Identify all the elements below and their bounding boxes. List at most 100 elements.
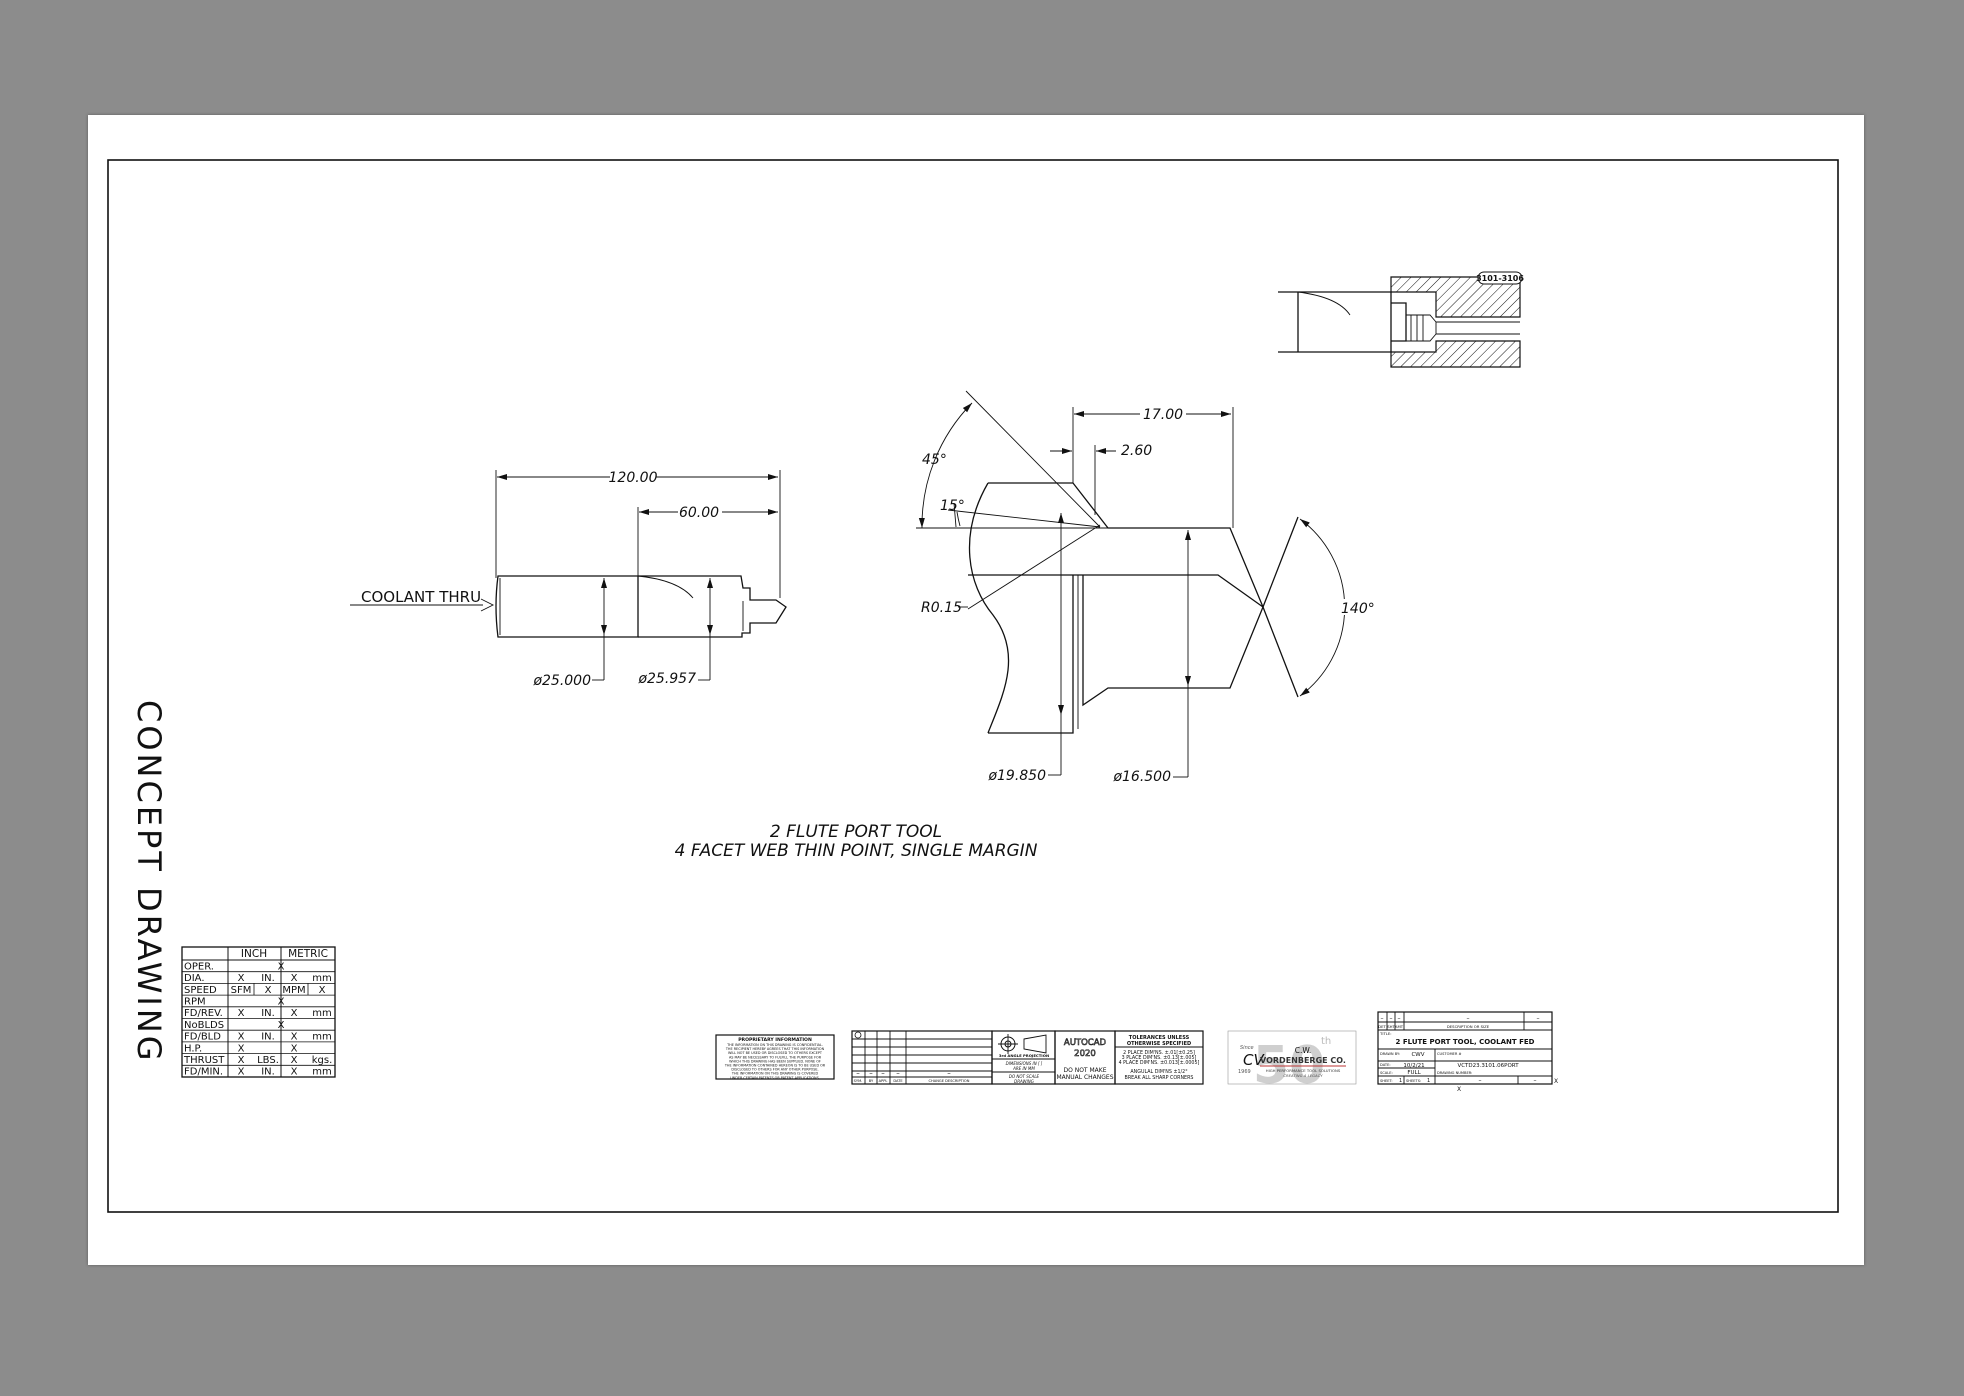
tolerances-block: TOLERANCES UNLESS OTHERWISE SPECIFIED 2 … [1114, 1030, 1204, 1085]
proprietary-line: UNDER CERTAIN PATENTS OR PATENT APPLICAT… [730, 1076, 820, 1080]
units-cell: IN. [261, 1067, 275, 1078]
units-cell: X [238, 1055, 245, 1066]
units-row-label: NoBLDS [184, 1020, 224, 1031]
units-row-label: THRUST [183, 1055, 225, 1066]
units-cell: X [319, 985, 326, 996]
sheet-border [107, 159, 1839, 1213]
rev-dash-5: – [947, 1069, 951, 1077]
title-block: – – – – – DET SHT AMT DESCRIPTION OR SIZ… [1377, 1011, 1558, 1093]
units-row-label: H.P. [184, 1043, 202, 1054]
tol-title-2: OTHERWISE SPECIFIED [1127, 1041, 1191, 1047]
rev-header-by: BY [869, 1079, 874, 1083]
tb-sheet-label: SHEET: [1380, 1079, 1393, 1083]
units-cell: X [278, 961, 285, 972]
units-header-inch: INCH [241, 948, 267, 960]
description-line-1: 2 FLUTE PORT TOOL [770, 822, 942, 842]
proprietary-line: THE INFORMATION CONTAINED HEREON IS TO B… [724, 1064, 826, 1068]
no-scale-1: DO NOT SCALE [1009, 1074, 1040, 1079]
logo-monogram: CV [1243, 1051, 1265, 1069]
tb-sheets-label: SHEETS: [1406, 1079, 1421, 1083]
dim-shank-dia: ø25.000 [532, 673, 591, 689]
units-cell: mm [312, 973, 331, 984]
rev-dash-2: – [869, 1069, 873, 1077]
units-cell: X [291, 1032, 298, 1043]
tb-sheets: 1 [1427, 1078, 1430, 1084]
units-cell: kgs. [312, 1055, 333, 1066]
units-row-label: FD/MIN. [184, 1067, 223, 1078]
tb-dash-2: – [1390, 1015, 1393, 1022]
logo-since: Since [1240, 1045, 1254, 1051]
autocad-badge: AUTOCAD [1064, 1038, 1107, 1048]
description-line-2: 4 FACET WEB THIN POINT, SINGLE MARGIN [675, 841, 1038, 861]
tb-x-mark-right: X [1554, 1078, 1558, 1085]
units-cell: X [238, 1008, 245, 1019]
logo-tagline-2: CREATING A LEGACY [1283, 1073, 1323, 1078]
tb-dash-3: – [1398, 1015, 1401, 1022]
dim-angle-45: 45° [922, 452, 947, 468]
tb-title-label: TITLE: [1379, 1031, 1392, 1036]
units-cell: X [278, 997, 285, 1008]
tb-date: 10/2/21 [1403, 1063, 1424, 1069]
tol-title-1: TOLERANCES UNLESS [1129, 1035, 1190, 1041]
port-reference-view [1278, 271, 1523, 368]
rev-header-date: DATE [893, 1079, 903, 1083]
dim-point-angle: 140° [1341, 601, 1375, 617]
dim-radius: R0.15 [921, 600, 962, 616]
tb-sheet: 1 [1399, 1078, 1402, 1084]
tb-x-mark: X [1457, 1086, 1461, 1093]
logo-tagline-1: HIGH PERFORMANCE TOOL SOLUTIONS [1266, 1068, 1341, 1073]
tb-drawn-label: DRAWN BY: [1380, 1052, 1400, 1056]
tb-header-det: DET [1378, 1024, 1386, 1029]
units-cell: X [265, 985, 272, 996]
units-row-label: SPEED [184, 985, 217, 996]
units-cell: X [291, 1043, 298, 1054]
manual-changes-2: MANUAL CHANGES [1056, 1074, 1113, 1081]
units-cell: X [291, 1067, 298, 1078]
rev-dash-3: – [881, 1069, 885, 1077]
units-cell: mm [312, 1067, 331, 1078]
port-ref-tag: 3101-3106 [1476, 274, 1524, 283]
tb-part-no: VCTD23.3101.06PORT [1457, 1063, 1519, 1069]
dim-step-offset: 2.60 [1121, 443, 1152, 459]
logo-name: VORDENBERGE CO. [1260, 1056, 1346, 1065]
tolerance-line: 4 PLACE DIM'NS. ±0.013[±.0005] [1119, 1060, 1200, 1066]
proprietary-line: THE INFORMATION ON THIS DRAWING IS COVER… [731, 1072, 819, 1076]
units-cell: X [291, 1055, 298, 1066]
units-row-label: DIA. [184, 973, 205, 984]
tolerance-line: ANGULAL DIM'NS ±1/2° [1130, 1069, 1187, 1075]
projection-block: 3rd ANGLE PROJECTION DIMENSIONS IN [ ] A… [991, 1030, 1056, 1085]
proprietary-line: AS MAY BE NECESSARY TO FULFILL THE PURPO… [729, 1055, 822, 1059]
tb-dash-5: – [1537, 1015, 1540, 1022]
proprietary-box: PROPRIETARY INFORMATION THE INFORMATION … [715, 1034, 835, 1080]
tip-detail-view [916, 390, 1346, 778]
dim-angle-15: 15° [940, 498, 965, 514]
dims-note-1: DIMENSIONS IN [ ] [1006, 1061, 1043, 1066]
units-cell: MPM [282, 985, 305, 996]
tb-dash-6: – [1479, 1077, 1482, 1084]
revision-block: – – – – – SYM. BY APPL DATE CHANGE DESCR… [851, 1030, 993, 1085]
units-row-label: RPM [184, 997, 206, 1008]
units-cell: IN. [261, 1032, 275, 1043]
manual-changes-1: DO NOT MAKE [1063, 1067, 1106, 1074]
proprietary-line: WILL NOT BE USED OR DISCLOSED TO OTHERS … [728, 1051, 823, 1055]
tb-header-desc: DESCRIPTION OR SIZE [1447, 1024, 1490, 1029]
proprietary-line: DISCLOSED TO OTHERS FOR ANY OTHER PURPOS… [731, 1068, 818, 1072]
tb-dwg-label: DRAWING NUMBER: [1437, 1071, 1472, 1075]
dim-flute-length: 60.00 [679, 505, 719, 521]
tolerance-line: BREAK ALL SHARP CORNERS [1125, 1075, 1194, 1081]
technical-drawing: CONCEPT DRAWING 120.00 60.00 ø25.000 ø25… [107, 159, 1839, 1213]
tool-side-view [350, 470, 787, 681]
tb-header-sht: SHT [1387, 1024, 1395, 1029]
no-scale-2: DRAWING [1014, 1079, 1034, 1084]
dim-step-length: 17.00 [1143, 407, 1183, 423]
proprietary-line: THE RECIPIENT HEREBY AGREES THAT THIS IN… [725, 1047, 825, 1051]
drawing-sheet: CONCEPT DRAWING 120.00 60.00 ø25.000 ø25… [88, 115, 1864, 1265]
dim-overall-length: 120.00 [609, 470, 658, 486]
company-logo: 50 th Since CV 1969 C.W. VORDENBERGE CO.… [1227, 1030, 1357, 1096]
tb-dash-1: – [1381, 1015, 1384, 1022]
units-cell: X [238, 1032, 245, 1043]
tb-scale-label: SCALE: [1380, 1071, 1393, 1075]
rev-header-sym: SYM. [854, 1079, 863, 1083]
logo-year: 1969 [1238, 1069, 1251, 1075]
